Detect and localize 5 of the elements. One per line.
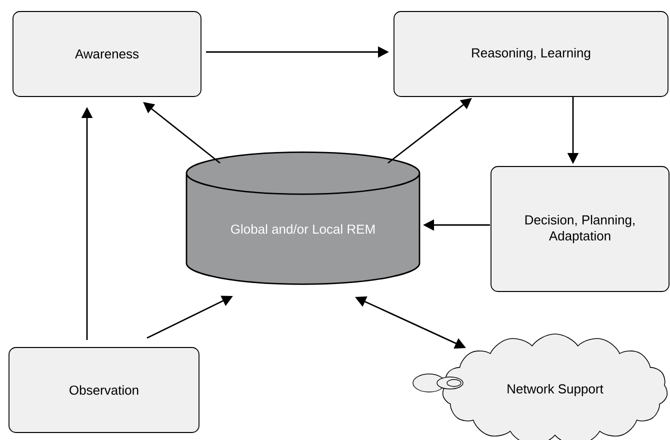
process-box: Decision, Planning, Adaptation xyxy=(490,166,670,292)
process-box: Awareness xyxy=(12,11,202,97)
process-box: Reasoning, Learning xyxy=(394,11,668,97)
process-box: Observation xyxy=(8,347,200,433)
database-cylinder: Global and/or Local REM xyxy=(186,151,420,285)
